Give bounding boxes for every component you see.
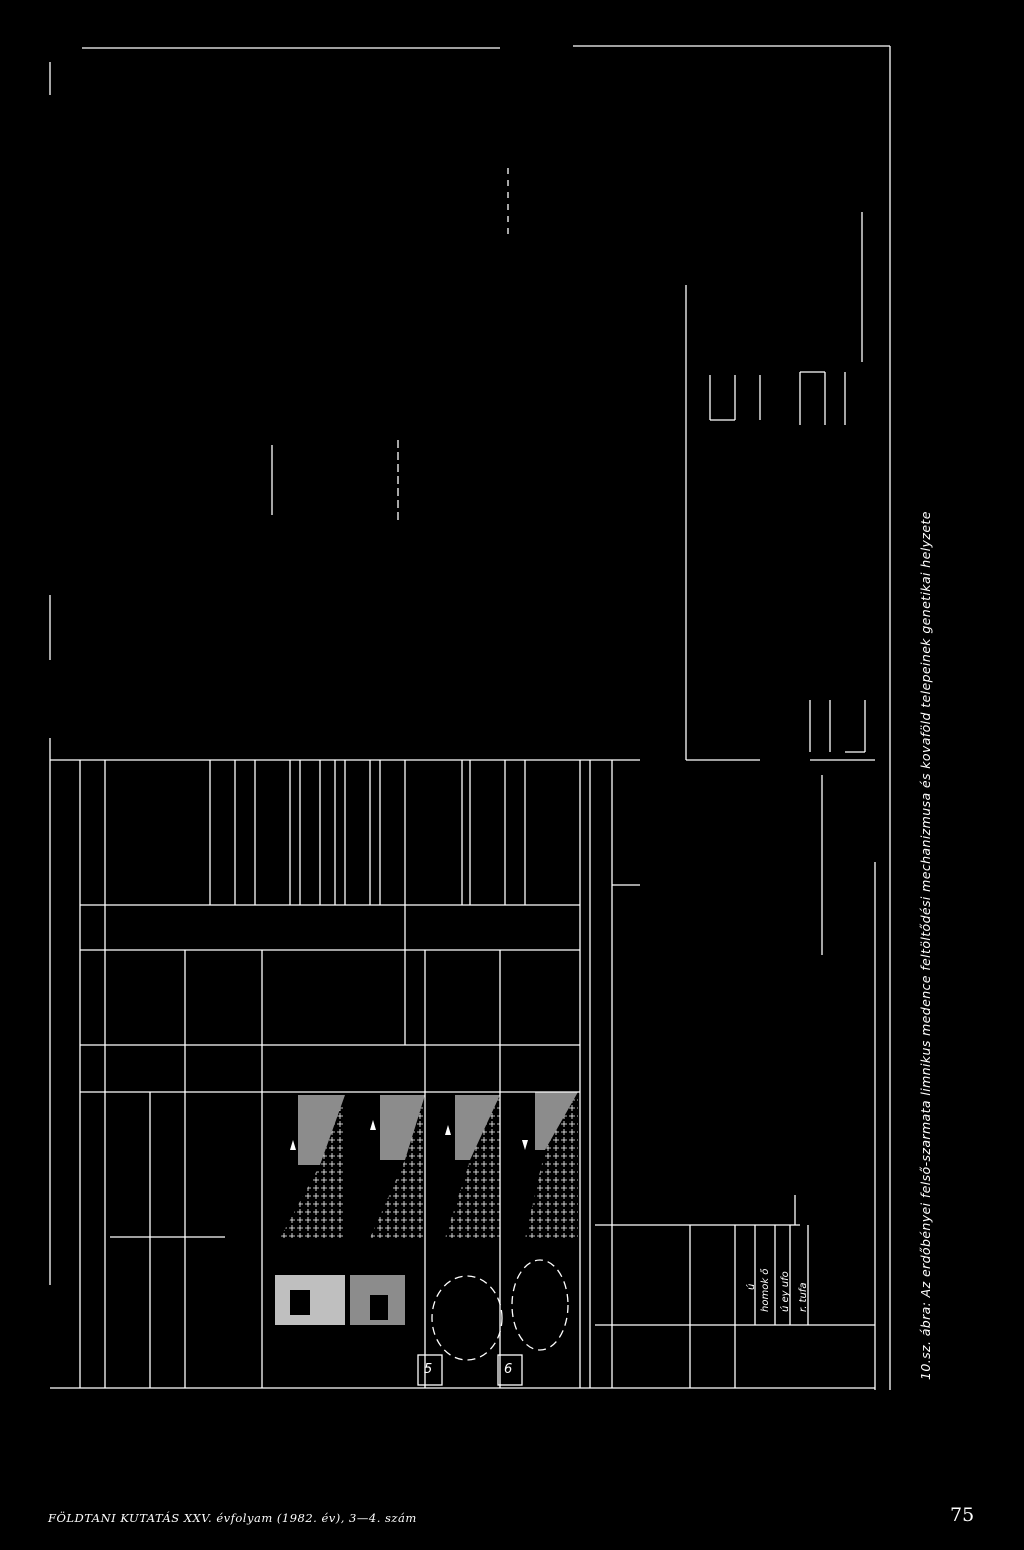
section-number-6: 6 [504, 1362, 513, 1377]
section-number-5: 5 [424, 1362, 433, 1377]
journal-footer: FÖLDTANI KUTATÁS XXV. évfolyam (1982. év… [48, 1511, 417, 1525]
legend-item-4: r. tufa [798, 1282, 809, 1312]
figure-caption: 10.sz. ábra: Az erdőbényei felső-szarmat… [918, 511, 933, 1380]
speckle-bands [275, 1092, 578, 1325]
page-number: 75 [950, 1504, 975, 1526]
legend-item-2: homok ő [760, 1268, 771, 1312]
legend-item-1: ú [746, 1283, 757, 1290]
legend-item-3: ú ey ufo [780, 1271, 791, 1312]
